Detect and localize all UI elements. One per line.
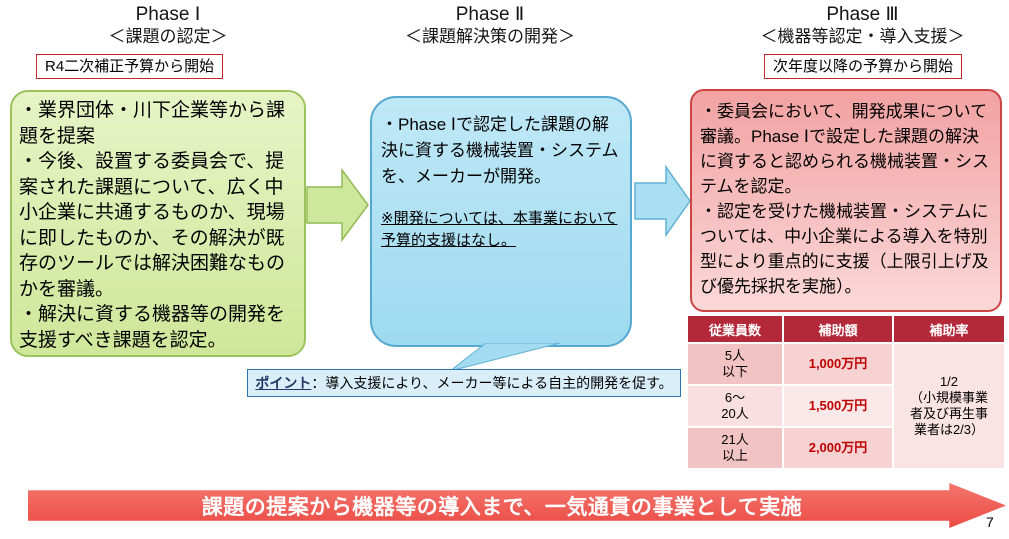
employees-cell: 5人 以下: [688, 344, 782, 384]
arrow-phase1-to-phase2-icon: [306, 167, 369, 243]
employees-cell: 21人 以上: [688, 428, 782, 468]
employees-cell: 6～ 20人: [688, 386, 782, 426]
table-header-amount: 補助額: [784, 316, 892, 342]
phase3-box: ・委員会において、開発成果について審議。Phase Ⅰで設定した課題の解決に資す…: [690, 89, 1002, 312]
phase2-title: Phase Ⅱ: [455, 4, 525, 25]
phase1-bullet: ・今後、設置する委員会で、提案された課題について、広く中小企業に共通するものか、…: [19, 151, 286, 300]
point-callout-text: ：導入支援により、メーカー等による自主的開発を促す。: [311, 375, 673, 391]
point-callout-label: ポイント: [255, 375, 312, 391]
amount-cell: 1,000万円: [784, 344, 892, 384]
rate-cell: 1/2 （小規模事業 者及び再生事 業者は2/3）: [894, 344, 1004, 468]
page-number: 7: [986, 514, 994, 530]
point-callout: ポイント：導入支援により、メーカー等による自主的開発を促す。: [247, 369, 681, 397]
phase3-title: Phase Ⅲ: [826, 4, 899, 25]
phase3-subtitle: ＜機器等認定・導入支援＞: [760, 27, 965, 46]
table-header-employees: 従業員数: [688, 316, 782, 342]
phase2-subtitle: ＜課題解決策の開発＞: [405, 27, 575, 46]
table-row: 6～ 20人 1,500万円: [688, 386, 1004, 426]
phase1-bullet: ・業界団体・川下企業等から課題を提案: [19, 100, 286, 147]
arrow-phase2-to-phase3-icon: [634, 164, 691, 238]
phase3-header: Phase Ⅲ ＜機器等認定・導入支援＞: [735, 4, 990, 47]
phase1-header: Phase Ⅰ ＜課題の認定＞: [58, 4, 278, 47]
phase2-note: ※開発については、本事業において予算的支援はなし。: [381, 210, 618, 249]
phase3-bullet: ・委員会において、開発成果について審議。Phase Ⅰで設定した課題の解決に資す…: [700, 102, 989, 196]
phase2-bullet: ・Phase Ⅰで認定した課題の解決に資する機械装置・システムを、メーカーが開発…: [381, 115, 619, 186]
amount-cell: 2,000万円: [784, 428, 892, 468]
phase2-header: Phase Ⅱ ＜課題解決策の開発＞: [380, 4, 600, 47]
callout-pointer-icon: [449, 343, 561, 372]
table-row: 21人 以上 2,000万円: [688, 428, 1004, 468]
phase2-box: ・Phase Ⅰで認定した課題の解決に資する機械装置・システムを、メーカーが開発…: [370, 96, 632, 347]
phase1-start-badge: R4二次補正予算から開始: [36, 54, 224, 79]
table-header-row: 従業員数 補助額 補助率: [688, 316, 1004, 342]
table-row: 5人 以下 1,000万円 1/2 （小規模事業 者及び再生事 業者は2/3）: [688, 344, 1004, 468]
phase1-subtitle: ＜課題の認定＞: [108, 27, 228, 46]
bottom-banner-text: 課題の提案から機器等の導入まで、一気通貫の事業として実施: [201, 495, 803, 519]
phase3-bullet: ・認定を受けた機械装置・システムについては、中小企業による導入を特別型により重点…: [700, 202, 989, 296]
phase1-box: ・業界団体・川下企業等から課題を提案 ・今後、設置する委員会で、提案された課題に…: [10, 90, 306, 357]
amount-cell: 1,500万円: [784, 386, 892, 426]
subsidy-table: 従業員数 補助額 補助率 5人 以下 1,000万円 1/2 （小規模事業 者及…: [686, 314, 1006, 470]
phase1-title: Phase Ⅰ: [135, 4, 201, 25]
phase3-start-badge: 次年度以降の予算から開始: [764, 54, 963, 79]
table-header-rate: 補助率: [894, 316, 1004, 342]
bottom-banner-arrow: 課題の提案から機器等の導入まで、一気通貫の事業として実施: [28, 483, 1006, 528]
phase1-bullet: ・解決に資する機器等の開発を支援すべき課題を認定。: [19, 304, 286, 351]
